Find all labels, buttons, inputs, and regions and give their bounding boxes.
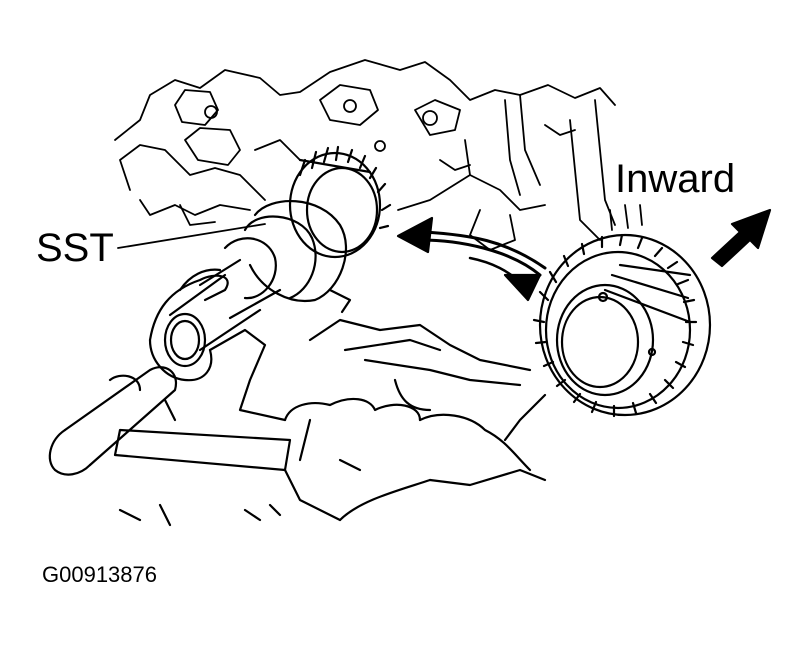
figure-id: G00913876 bbox=[42, 562, 157, 587]
sst-leader-line bbox=[117, 223, 266, 249]
hands bbox=[118, 268, 547, 527]
hammer bbox=[48, 366, 292, 476]
sst-label: SST bbox=[36, 226, 114, 270]
inward-arrow-icon bbox=[710, 208, 772, 268]
inward-label: Inward bbox=[615, 157, 736, 201]
engine-block bbox=[114, 59, 643, 251]
sst-tool bbox=[163, 145, 392, 368]
install-arrow bbox=[396, 216, 547, 302]
loose-gear bbox=[532, 233, 712, 418]
